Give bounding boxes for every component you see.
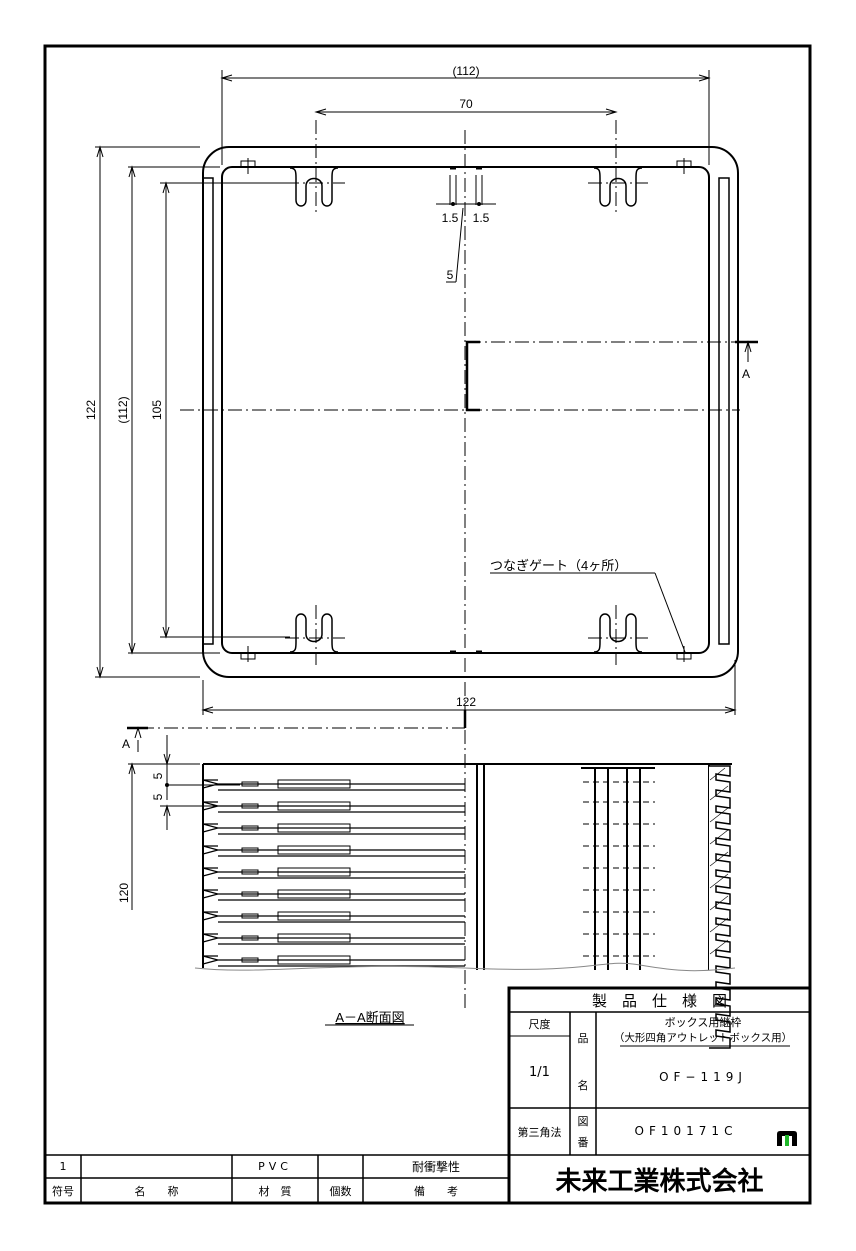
header-name: 名 称 (134, 1184, 179, 1198)
part-remarks: 耐衝撃性 (411, 1160, 460, 1174)
product-code: OF−119J (659, 1070, 747, 1084)
name-label-2: 名 (577, 1079, 589, 1092)
scale-value: 1/1 (529, 1064, 550, 1080)
product-line1: ボックス用継枠 (664, 1016, 742, 1029)
part-qty (318, 1155, 363, 1178)
section-title: A－A断面図 (335, 1010, 404, 1025)
drawing-no-label-2: 番 (577, 1136, 589, 1149)
dim-left-mid: (112) (116, 396, 130, 423)
title-block-header: 製 品 仕 様 図 (591, 991, 727, 1010)
section-view (128, 726, 736, 1049)
header-material: 材 質 (258, 1184, 292, 1198)
company-logo-icon (776, 1130, 798, 1146)
dim-top-outer: (112) (452, 64, 479, 78)
dim-top-inner: 70 (459, 97, 473, 111)
product-line2: （大形四角アウトレットボックス用） (613, 1031, 793, 1044)
title-block-grid (45, 986, 812, 1205)
section-dimension-labels: A 5 5 120 A－A断面図 (117, 737, 405, 1025)
header-qty: 個数 (329, 1184, 352, 1198)
dim-gap-left: 1.5 (442, 211, 459, 225)
part-material: PVC (258, 1160, 292, 1173)
dim-gap-right: 1.5 (473, 211, 490, 225)
plan-dimension-labels: (112) 70 1.5 1.5 5 122 (112) 105 122 A つ… (84, 64, 750, 709)
gate-label: つなぎゲート（4ヶ所） (490, 558, 627, 573)
dim-pitch-1: 5 (151, 772, 165, 779)
header-remarks: 備 考 (414, 1184, 458, 1198)
plan-view (95, 70, 758, 1010)
part-name (81, 1155, 232, 1178)
section-marker-bottom: A (122, 737, 130, 751)
dim-bottom: 122 (456, 695, 476, 709)
dim-left-inner: 105 (150, 400, 164, 420)
company-name: 未来工業株式会社 (555, 1166, 764, 1197)
dim-height: 120 (117, 883, 131, 903)
section-marker-top: A (742, 367, 750, 381)
drawing-number: OF10171C (634, 1124, 738, 1138)
dim-left-outer: 122 (84, 400, 98, 420)
scale-label: 尺度 (528, 1018, 551, 1031)
drawing-no-label-1: 図 (577, 1115, 589, 1128)
dim-pitch-2: 5 (151, 793, 165, 800)
projection-method: 第三角法 (517, 1125, 562, 1139)
part-no: 1 (59, 1160, 67, 1173)
drawing-frame (43, 44, 812, 1205)
header-no: 符号 (52, 1184, 74, 1198)
dim-gate-width: 5 (447, 268, 454, 282)
name-label-1: 品 (577, 1032, 589, 1045)
